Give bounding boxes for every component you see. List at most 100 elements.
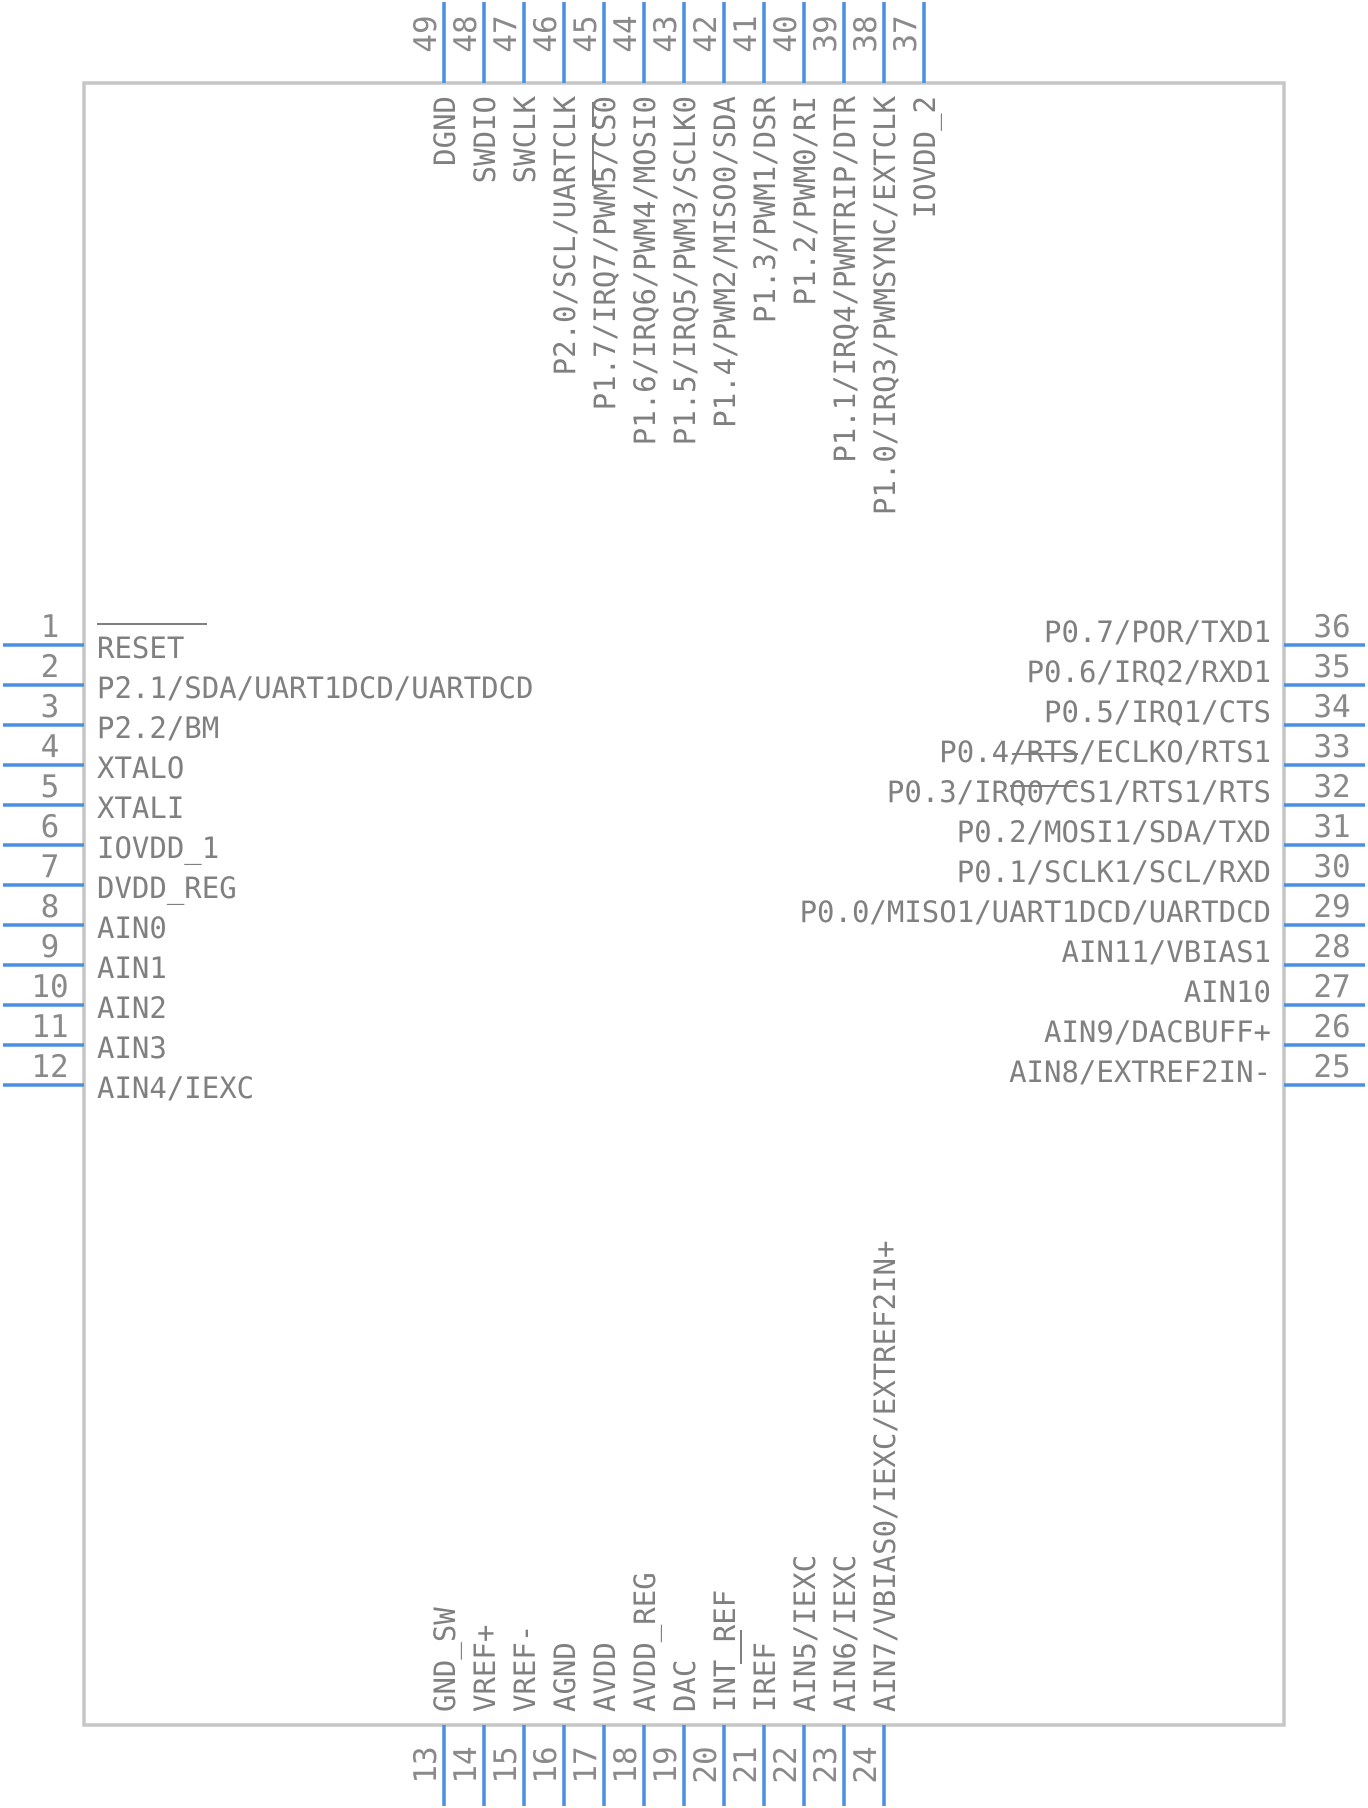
pin-3-label: P2.2/BM [97,711,219,745]
pin-41-label: P1.3/PWM1/DSR [748,95,782,323]
pin-29-label: P0.0/MISO1/UART1DCD/UARTDCD [800,895,1271,929]
pin-48-number: 48 [448,15,484,52]
pin-21-label: IREF [748,1642,782,1712]
pin-15-number: 15 [488,1746,524,1783]
pin-39-number: 39 [808,15,844,52]
pin-20-number: 20 [688,1746,724,1783]
pin-43-number: 43 [648,15,684,52]
pin-46-label: P2.0/SCL/UARTCLK [548,95,582,375]
pin-5-number: 5 [41,769,60,805]
overbar-marks [97,102,1078,1664]
pin-42-number: 42 [688,15,724,52]
pin-47-label: SWCLK [508,95,542,183]
pin-30-number: 30 [1313,849,1350,885]
pin-6-label: IOVDD_1 [97,831,219,866]
pin-43-label: P1.5/IRQ5/PWM3/SCLK0 [668,96,702,445]
pin-42-label: P1.4/PWM2/MISO0/SDA [708,96,742,428]
pin-25-number: 25 [1313,1049,1350,1085]
pin-11-label: AIN3 [97,1031,167,1065]
pin-15-label: VREF- [508,1625,542,1712]
pin-7-number: 7 [41,849,60,885]
pin-49-number: 49 [408,15,444,52]
pin-28-label: AIN11/VBIAS1 [1061,935,1271,969]
pin-31-number: 31 [1313,809,1350,845]
pin-25-label: AIN8/EXTREF2IN- [1009,1055,1271,1089]
pin-39-label: P1.1/IRQ4/PWMTRIP/DTR [828,95,862,462]
pin-32-label: P0.3/IRQ0/CS1/RTS1/RTS [887,775,1271,809]
pin-21-number: 21 [728,1746,764,1783]
pin-23-label: AIN6/IEXC [828,1555,862,1712]
pin-8-label: AIN0 [97,911,167,945]
pin-24-number: 24 [848,1746,884,1783]
pin-32-number: 32 [1313,769,1350,805]
pin-33-number: 33 [1313,729,1350,765]
pin-11-number: 11 [31,1009,68,1045]
pin-23-number: 23 [808,1746,844,1783]
pin-38-number: 38 [848,15,884,52]
pin-40-number: 40 [768,15,804,52]
pin-41-number: 41 [728,15,764,52]
pin-4-number: 4 [41,729,60,765]
pin-10-number: 10 [31,969,68,1005]
pin-46-number: 46 [528,15,564,52]
pin-19-label: DAC [668,1660,702,1712]
pin-34-label: P0.5/IRQ1/CTS [1044,695,1271,729]
pin-20-label: INT_REF [708,1590,743,1712]
pin-26-label: AIN9/DACBUFF+ [1044,1015,1271,1049]
pin-33-label: P0.4/RTS/ECLKO/RTS1 [939,735,1271,769]
pin-9-number: 9 [41,929,60,965]
pin-24-label: AIN7/VBIAS0/IEXC/EXTREF2IN+ [868,1241,902,1712]
pin-45-number: 45 [568,15,604,52]
pin-1-number: 1 [41,609,60,645]
pin-2-label: P2.1/SDA/UART1DCD/UARTDCD [97,671,534,705]
pin-13-label: GND_SW [428,1607,463,1712]
pin-37-number: 37 [888,15,924,52]
pin-31-label: P0.2/MOSI1/SDA/TXD [957,815,1271,849]
pin-35-number: 35 [1313,649,1350,685]
pin-14-number: 14 [448,1746,484,1783]
pin-37-label: IOVDD_2 [908,96,943,218]
pin-16-number: 16 [528,1746,564,1783]
pin-28-number: 28 [1313,929,1350,965]
pin-7-label: DVDD_REG [97,871,237,906]
pin-44-label: P1.6/IRQ6/PWM4/MOSI0 [628,96,662,445]
pin-18-label: AVDD_REG [628,1572,663,1712]
pin-30-label: P0.1/SCLK1/SCL/RXD [957,855,1271,889]
pin-3-number: 3 [41,689,60,725]
pin-38-label: P1.0/IRQ3/PWMSYNC/EXTCLK [868,95,902,515]
pin-19-number: 19 [648,1746,684,1783]
pin-22-number: 22 [768,1746,804,1783]
pin-36-label: P0.7/POR/TXD1 [1044,615,1271,649]
pin-2-number: 2 [41,649,60,685]
pin-34-number: 34 [1313,689,1350,725]
pin-49-label: DGND [428,96,462,166]
pin-18-number: 18 [608,1746,644,1783]
pin-12-label: AIN4/IEXC [97,1071,254,1105]
pin-40-label: P1.2/PWM0/RI [788,96,822,306]
pin-29-number: 29 [1313,889,1350,925]
pin-22-label: AIN5/IEXC [788,1555,822,1712]
pin-27-number: 27 [1313,969,1350,1005]
pin-13-number: 13 [408,1746,444,1783]
pin-1-label: RESET [97,631,184,665]
pin-35-label: P0.6/IRQ2/RXD1 [1027,655,1271,689]
pin-16-label: AGND [548,1642,582,1712]
pin-44-number: 44 [608,15,644,52]
pin-48-label: SWDIO [468,96,502,183]
pin-17-label: AVDD [588,1642,622,1712]
pin-36-number: 36 [1313,609,1350,645]
pin-12-number: 12 [31,1049,68,1085]
pin-10-label: AIN2 [97,991,167,1025]
pin-8-number: 8 [41,889,60,925]
pin-17-number: 17 [568,1746,604,1783]
pin-4-label: XTALO [97,751,184,785]
pin-9-label: AIN1 [97,951,167,985]
pin-6-number: 6 [41,809,60,845]
pin-27-label: AIN10 [1184,975,1271,1009]
pin-47-number: 47 [488,15,524,52]
pin-5-label: XTALI [97,791,184,825]
pin-26-number: 26 [1313,1009,1350,1045]
pin-14-label: VREF+ [468,1625,502,1712]
